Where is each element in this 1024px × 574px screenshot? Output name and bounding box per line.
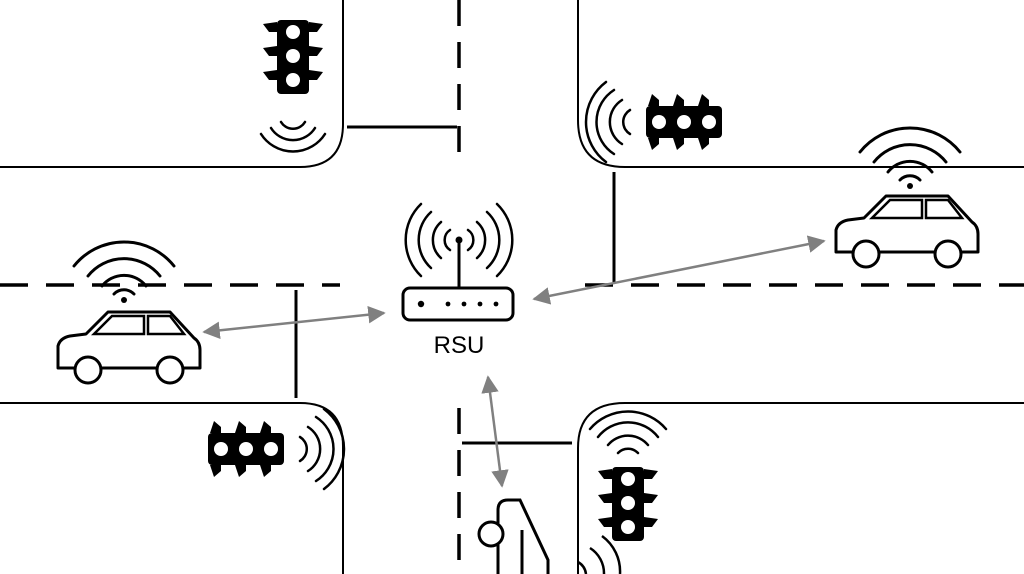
stop-lines [294,125,616,445]
router-icon [401,202,515,322]
car-icon [56,310,202,385]
link-rsu-bottom-vehicle [481,375,509,488]
car-icon [477,498,622,574]
wireless-signal-icon [72,240,176,303]
wireless-signal-icon [858,126,962,189]
communication-links [202,235,826,488]
traffic-light-icon [208,407,346,491]
link-rsu-left-car [202,305,386,340]
rsu-label: RSU [434,332,485,359]
link-rsu-right-car [532,235,826,305]
car-icon [834,194,980,269]
traffic-light-icon [259,20,327,153]
traffic-light-icon [584,80,722,164]
traffic-light-icon [588,410,668,541]
